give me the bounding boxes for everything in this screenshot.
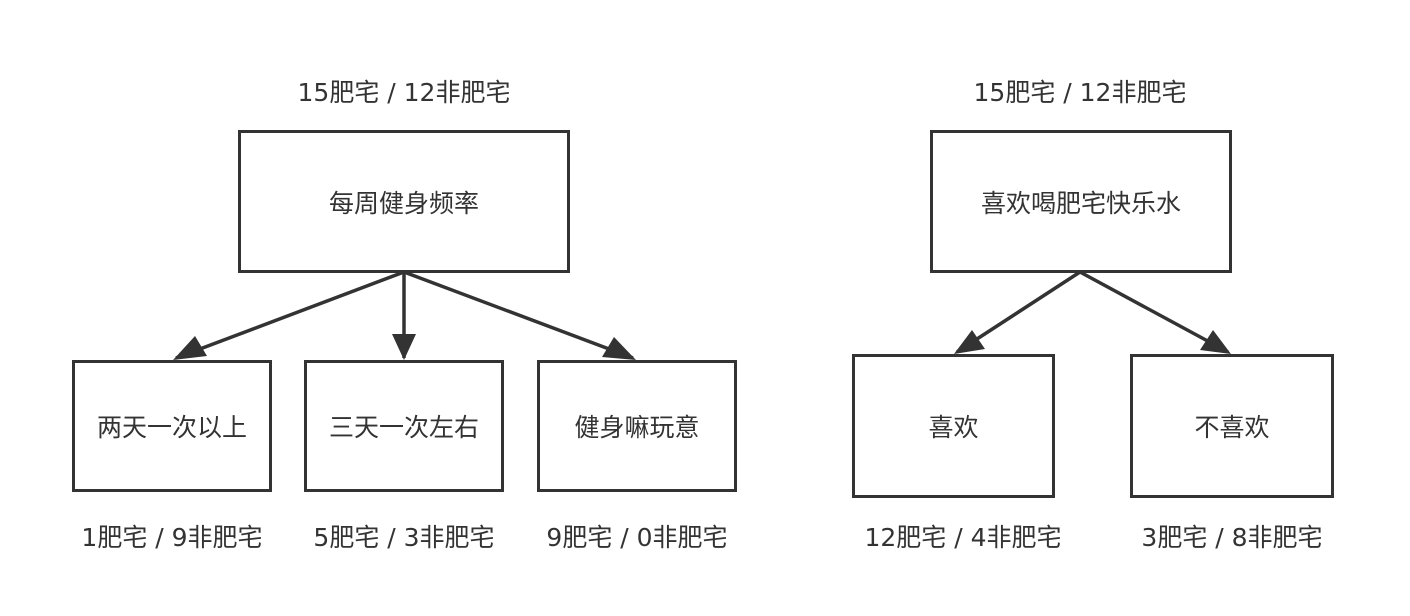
arrowhead-left-child-3 bbox=[602, 337, 636, 360]
left-child-label-3: 健身嘛玩意 bbox=[574, 413, 700, 442]
edge-left-root-to-child-3 bbox=[403, 270, 634, 360]
right-child-label-2: 不喜欢 bbox=[1194, 413, 1270, 442]
edge-right-root-to-child-2 bbox=[1079, 270, 1229, 354]
right-child-node-2: 不喜欢 bbox=[1130, 354, 1334, 498]
right-root-label: 喜欢喝肥宅快乐水 bbox=[980, 188, 1181, 218]
left-root-counts: 15肥宅 / 12非肥宅 bbox=[297, 78, 511, 107]
right-child-label-1: 喜欢 bbox=[928, 413, 979, 442]
left-child-node-3: 健身嘛玩意 bbox=[537, 360, 737, 492]
left-child-label-1: 两天一次以上 bbox=[96, 413, 247, 442]
arrowhead-left-child-2 bbox=[392, 334, 416, 360]
arrowhead-right-child-2 bbox=[1200, 330, 1231, 354]
left-child-counts-3: 9肥宅 / 0非肥宅 bbox=[546, 523, 728, 552]
left-child-node-2: 三天一次左右 bbox=[304, 360, 504, 492]
left-child-counts-1: 1肥宅 / 9非肥宅 bbox=[81, 523, 263, 552]
right-root-counts: 15肥宅 / 12非肥宅 bbox=[973, 78, 1187, 107]
left-child-node-1: 两天一次以上 bbox=[72, 360, 272, 492]
left-child-label-2: 三天一次左右 bbox=[328, 413, 479, 442]
left-child-counts-2: 5肥宅 / 3非肥宅 bbox=[313, 523, 495, 552]
right-child-counts-2: 3肥宅 / 8非肥宅 bbox=[1141, 523, 1323, 552]
right-root-node: 喜欢喝肥宅快乐水 bbox=[930, 130, 1232, 273]
arrowhead-left-child-1 bbox=[173, 336, 207, 360]
left-root-node: 每周健身频率 bbox=[238, 130, 570, 273]
edge-left-root-to-child-1 bbox=[175, 270, 405, 360]
arrowhead-right-child-1 bbox=[954, 330, 985, 354]
right-child-node-1: 喜欢 bbox=[852, 354, 1055, 498]
right-child-counts-1: 12肥宅 / 4非肥宅 bbox=[864, 523, 1062, 552]
left-root-label: 每周健身频率 bbox=[328, 188, 479, 218]
